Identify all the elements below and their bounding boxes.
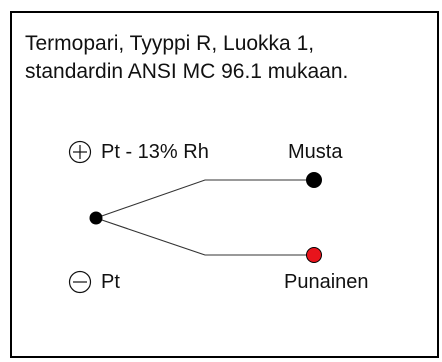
minus-symbol-icon (68, 270, 92, 294)
heading-line-2: standardin ANSI MC 96.1 mukaan. (25, 60, 349, 83)
diagram-heading: Termopari, Tyyppi R, Luokka 1, standardi… (25, 30, 435, 86)
positive-wire (95, 179, 314, 219)
negative-color-label: Punainen (284, 271, 369, 293)
negative-wire (95, 217, 314, 256)
positive-terminal (306, 172, 322, 188)
heading-line-1: Termopari, Tyyppi R, Luokka 1, (25, 32, 315, 55)
negative-material-label: Pt (101, 271, 120, 293)
positive-color-label: Musta (288, 141, 343, 163)
negative-terminal (306, 247, 322, 263)
junction-dot (89, 211, 103, 225)
diagram-frame (10, 11, 439, 358)
plus-symbol-icon (68, 140, 92, 164)
positive-material-label: Pt - 13% Rh (101, 141, 209, 163)
